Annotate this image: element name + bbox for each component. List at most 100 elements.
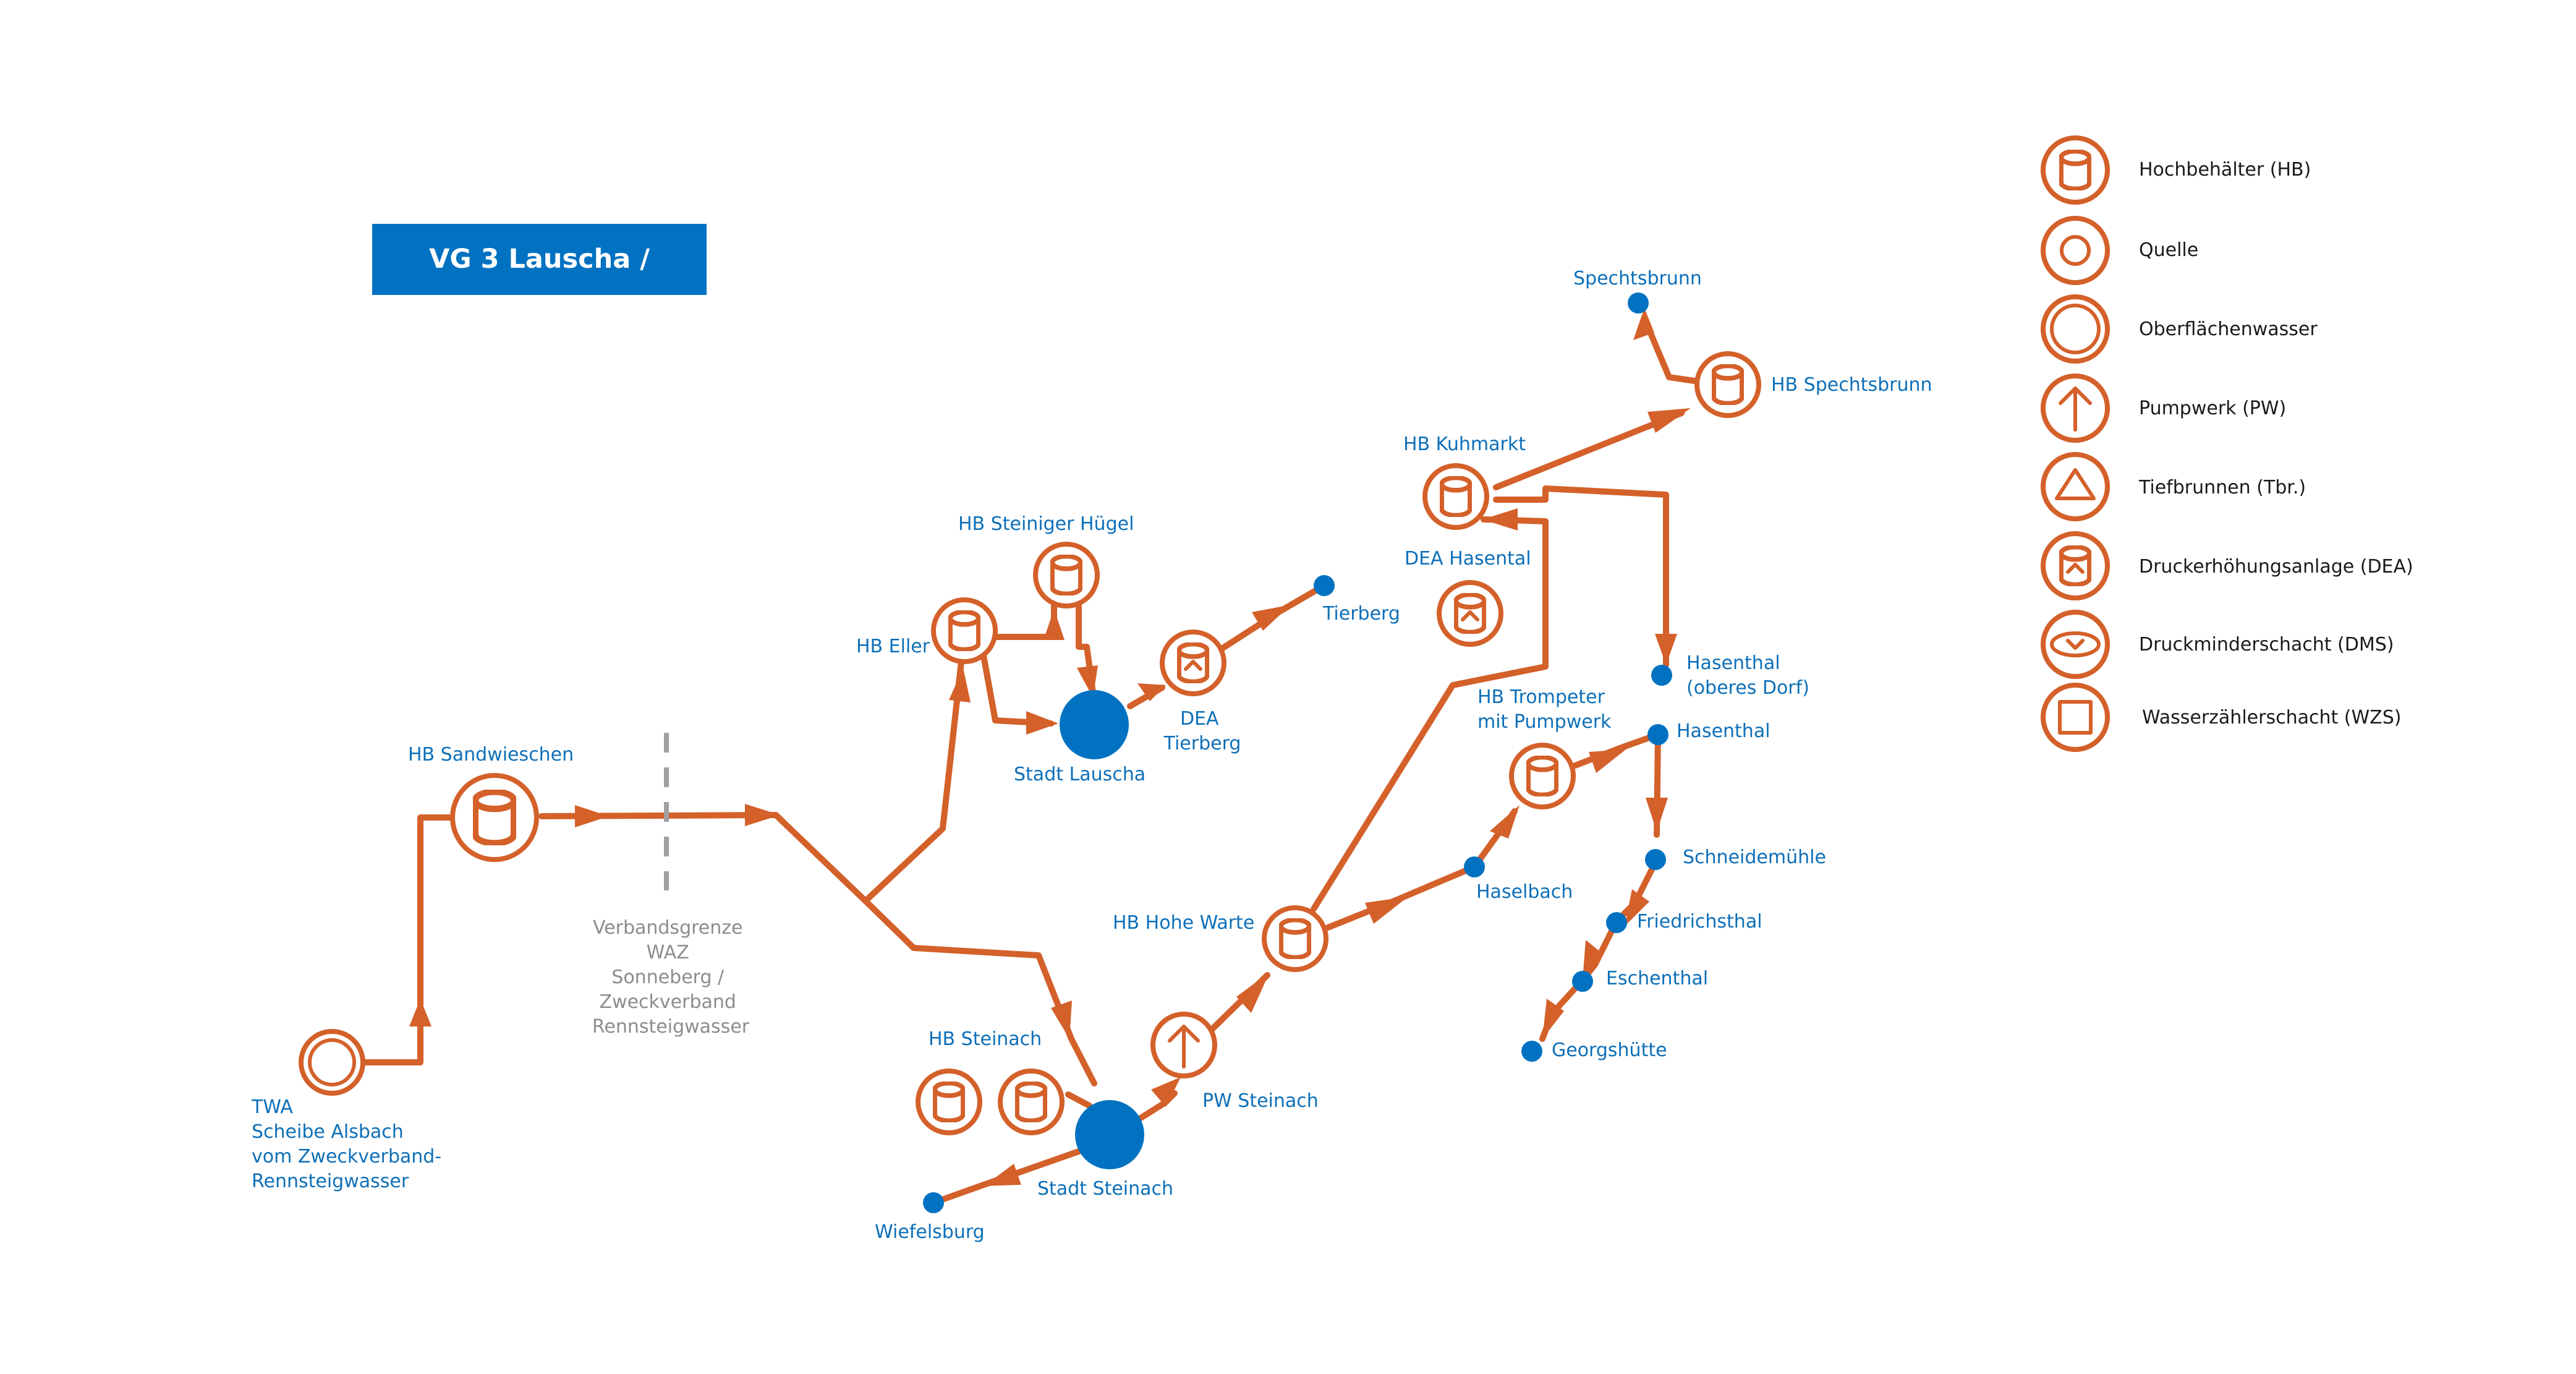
arrow-up-trompeter (1490, 805, 1520, 838)
twa-symbol (299, 1029, 365, 1096)
hb-steinach-symbol-2 (998, 1069, 1065, 1135)
hb-steinach-symbol-1 (916, 1069, 982, 1135)
label-spechtsbrunn: Spechtsbrunn (1573, 268, 1702, 289)
spechtsbrunn-node (1628, 292, 1649, 314)
label-verbandsgrenze: Verbandsgrenze WAZ Sonneberg / Zweckverb… (592, 917, 750, 1038)
arrow-down-schneidemuehle (1646, 798, 1668, 832)
pipe-junction-steinach (862, 898, 1097, 1086)
label-dea-tierberg: DEA Tierberg (1163, 708, 1241, 754)
pipe-hohewarte-haselbach (1325, 864, 1477, 931)
hb-sandwieschen-symbol (450, 773, 539, 862)
tierberg-node (1314, 575, 1335, 596)
diagram-title: VG 3 Lauscha / Steinach (372, 224, 707, 346)
pw-steinach-symbol (1150, 1012, 1217, 1078)
hb-trompeter-symbol (1509, 743, 1576, 809)
arrow-right-eller-lauscha (1026, 711, 1058, 735)
stadt-lauscha-node (1060, 690, 1129, 759)
legend-label: Oberflächenwasser (2139, 318, 2318, 340)
pipe-kuhmarkt-hasenthal-oberes (1493, 485, 1669, 668)
pipe-eller-lauscha (980, 649, 1054, 727)
hb-hohe-warte-symbol (1262, 905, 1328, 972)
arrow-right-hasenthal (1589, 749, 1626, 773)
hb-eller-symbol (931, 597, 998, 664)
label-pw-steinach: PW Steinach (1202, 1090, 1319, 1112)
hb-steiniger-huegel-symbol (1033, 542, 1100, 608)
haselbach-node (1464, 856, 1485, 877)
pipe-twa-sandwieschen (362, 814, 453, 1065)
label-hb-trompeter: HB Trompeter mit Pumpwerk (1477, 686, 1612, 733)
label-schneidemuehle: Schneidemühle (1683, 847, 1826, 868)
pipe-hbsteinach-steinach (1065, 1091, 1092, 1109)
label-wiefelsburg: Wiefelsburg (875, 1221, 985, 1243)
label-georgshuette: Georgshütte (1552, 1039, 1667, 1061)
surface-water-icon (2041, 294, 2110, 364)
arrow-left-kuhmarkt (1482, 508, 1518, 531)
arrow-down-steinach (1051, 1001, 1072, 1039)
pump-icon (2041, 373, 2110, 443)
label-hasenthal: Hasenthal (1677, 720, 1770, 742)
label-hb-kuhmarkt: HB Kuhmarkt (1403, 433, 1526, 455)
legend-label: Tiefbrunnen (Tbr.) (2138, 477, 2306, 498)
label-eschenthal: Eschenthal (1606, 968, 1708, 989)
friedrichsthal-node (1606, 912, 1627, 933)
arrow-up-spechtsbrunn (1633, 308, 1654, 340)
hb-spechtsbrunn-symbol (1694, 351, 1761, 418)
hb-kuhmarkt-symbol (1422, 463, 1489, 530)
label-hb-steinach: HB Steinach (929, 1028, 1042, 1050)
georgshuette-node (1521, 1041, 1542, 1062)
pipe-hohewarte-deahasental (1311, 621, 1549, 912)
legend: Hochbehälter (HB) Quelle Oberflächenwass… (2041, 135, 2413, 752)
arrow-right-tierberg (1252, 605, 1291, 631)
hasenthal-node (1647, 724, 1668, 745)
flow-arrows (409, 308, 1691, 1186)
legend-label: Druckminderschacht (DMS) (2139, 634, 2394, 655)
arrow-up-twa (409, 999, 431, 1026)
deep-well-icon (2041, 452, 2110, 521)
arrow-up-eller (949, 668, 971, 702)
spring-icon (2041, 216, 2110, 285)
stadt-steinach-node (1075, 1100, 1144, 1169)
tank-icon (2041, 135, 2110, 205)
arrow-right-dea (1137, 683, 1166, 701)
pipe-eller-steiniger (986, 603, 1057, 640)
wiefelsburg-node (923, 1192, 944, 1213)
legend-label: Pumpwerk (PW) (2139, 398, 2286, 419)
arrow-down-eschenthal (1583, 940, 1602, 980)
arrow-right-junction (745, 804, 780, 826)
pipe-trompeter-hasenthal (1572, 732, 1661, 769)
pipe-hbspechtsbrunn-spechtsbrunn (1641, 315, 1706, 385)
dea-hasental-symbol (1437, 580, 1503, 647)
label-hb-spechtsbrunn: HB Spechtsbrunn (1771, 374, 1932, 396)
label-hb-hohe-warte: HB Hohe Warte (1113, 912, 1254, 934)
arrow-down-lauscha (1077, 665, 1098, 698)
label-friedrichsthal: Friedrichsthal (1637, 911, 1762, 932)
label-dea-hasental: DEA Hasental (1405, 548, 1531, 570)
pressure-reducer-icon (2041, 610, 2110, 679)
legend-label: Hochbehälter (HB) (2139, 159, 2311, 181)
pipe-kuhmarkt-spechtsbrunn (1493, 410, 1685, 490)
label-hb-steiniger-huegel: HB Steiniger Hügel (958, 513, 1134, 535)
schneidemuehle-node (1645, 849, 1666, 870)
arrow-down-georgshuette (1542, 999, 1564, 1039)
arrow-up-steiniger (1044, 609, 1065, 640)
label-twa: TWA Scheibe Alsbach vom Zweckverband- Re… (251, 1096, 448, 1192)
label-hb-eller: HB Eller (856, 636, 930, 657)
label-haselbach: Haselbach (1476, 881, 1573, 903)
dea-tierberg-symbol (1160, 629, 1226, 696)
label-hasenthal-oberes: Hasenthal (oberes Dorf) (1686, 652, 1809, 699)
legend-label: Wasserzählerschacht (WZS) (2142, 707, 2401, 728)
pipe-junction-eller (773, 659, 964, 904)
hasenthal-oberes-node (1651, 665, 1672, 686)
arrow-down-friedrichsthal (1625, 889, 1649, 926)
meter-icon (2041, 683, 2110, 752)
label-stadt-lauscha: Stadt Lauscha (1014, 764, 1146, 785)
arrow-up-pw (1151, 1077, 1181, 1107)
arrow-up-hohewarte (1236, 972, 1270, 1013)
arrow-right-spechtsbrunn (1647, 408, 1691, 433)
legend-label: Druckerhöhungsanlage (DEA) (2139, 556, 2413, 578)
pipe-steinach-wiefelsburg (930, 1148, 1082, 1206)
arrow-down-hasenthal-oberes (1655, 634, 1677, 665)
booster-icon (2041, 531, 2110, 600)
legend-label: Quelle (2139, 239, 2198, 261)
